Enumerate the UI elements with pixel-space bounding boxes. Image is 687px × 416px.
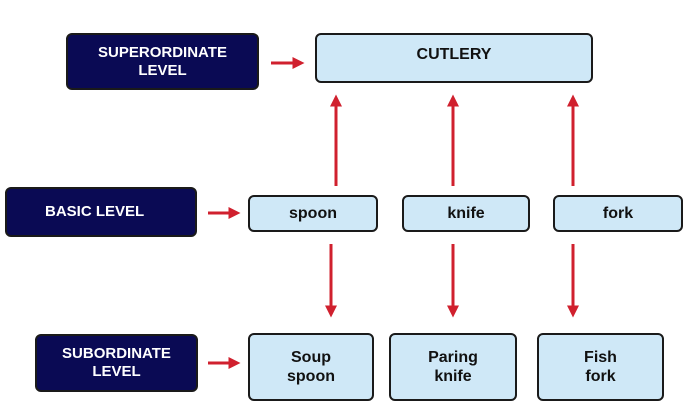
node-cutlery-label: CUTLERY	[416, 46, 492, 63]
node-fish-fork-line-2: fork	[585, 368, 616, 385]
node-paring-knife-line-2: knife	[434, 368, 472, 385]
basic-level-label: BASIC LEVEL	[5, 187, 197, 237]
node-paring-knife-line-1: Paring	[428, 348, 478, 366]
node-spoon-label: spoon	[289, 204, 337, 222]
node-paring-knife: Paring knife	[389, 333, 517, 401]
node-soup-spoon-line-2: spoon	[287, 368, 335, 385]
node-knife: knife	[402, 195, 530, 232]
superordinate-level-line-1: SUPERORDINATE	[98, 43, 227, 61]
node-fork: fork	[553, 195, 683, 232]
basic-level-text: BASIC LEVEL	[45, 203, 145, 220]
node-fish-fork: Fish fork	[537, 333, 664, 401]
node-knife-label: knife	[447, 204, 485, 222]
subordinate-level-label: SUBORDINATE LEVEL	[35, 334, 198, 392]
node-cutlery: CUTLERY	[315, 33, 593, 83]
subordinate-level-line-2: LEVEL	[92, 363, 141, 380]
node-soup-spoon: Soup spoon	[248, 333, 374, 401]
node-spoon: spoon	[248, 195, 378, 232]
node-soup-spoon-line-1: Soup	[291, 348, 331, 366]
node-fish-fork-line-1: Fish	[584, 348, 617, 366]
superordinate-level-line-2: LEVEL	[138, 61, 187, 79]
subordinate-level-line-1: SUBORDINATE	[62, 345, 171, 362]
superordinate-level-label: SUPERORDINATE LEVEL	[66, 33, 259, 90]
node-fork-label: fork	[602, 204, 634, 222]
